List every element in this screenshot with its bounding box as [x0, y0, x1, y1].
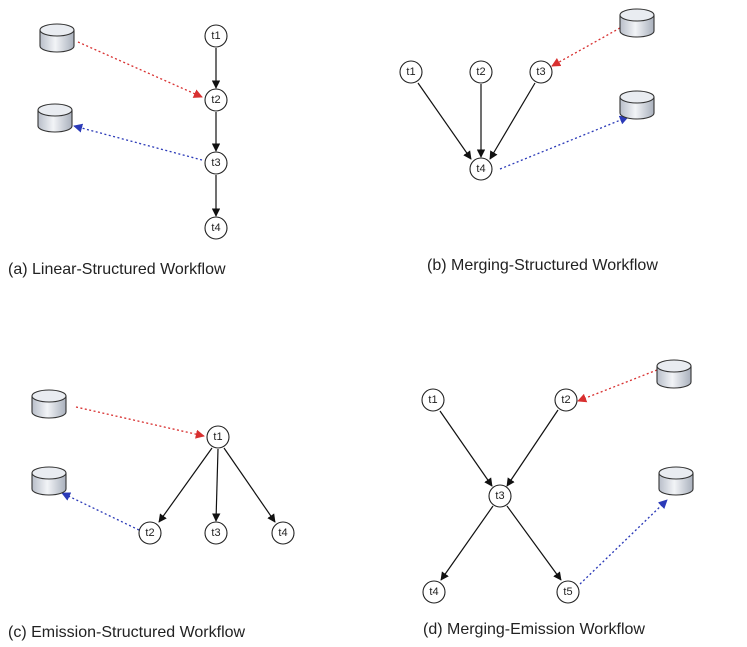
task-node-c-t2: t2 — [138, 521, 162, 545]
task-node-d-t1: t1 — [421, 388, 445, 412]
edge-c-t1-t3 — [212, 448, 221, 522]
write-edge-c-t2-db — [61, 492, 140, 531]
edge-c-t1-t2 — [158, 447, 213, 523]
task-node-c-t1: t1 — [206, 425, 230, 449]
node-label: t2 — [476, 66, 485, 78]
edge-d-t2-t3 — [506, 409, 559, 487]
panel-b: t1 t2 t3 t4 (b) Merging-Structured Workf… — [399, 8, 658, 274]
caption-b: (b) Merging-Structured Workflow — [427, 257, 658, 274]
task-node-a-t3: t3 — [204, 151, 228, 175]
read-edge-b-db-t3 — [551, 27, 621, 67]
database-icon — [37, 103, 73, 133]
edge-d-t1-t3 — [439, 410, 493, 487]
node-label: t1 — [406, 66, 415, 78]
write-edge-b-t4-db — [499, 115, 629, 170]
edge-b-t3-t4 — [489, 82, 536, 160]
read-edge-c-db-t1 — [75, 406, 205, 439]
read-edge-a-db-t2 — [77, 41, 203, 98]
task-node-b-t1: t1 — [399, 60, 423, 84]
task-node-b-t4: t4 — [469, 157, 493, 181]
database-icon — [658, 466, 694, 496]
task-node-d-t4: t4 — [422, 580, 446, 604]
panel-d: t1 t2 t3 t4 t5 (d) Merging-Emission Work… — [421, 359, 694, 638]
edge-d-t3-t5 — [506, 505, 562, 581]
task-node-a-t2: t2 — [204, 88, 228, 112]
task-node-b-t3: t3 — [529, 60, 553, 84]
database-icon — [619, 8, 655, 38]
node-label: t4 — [476, 163, 485, 175]
database-icon — [619, 90, 655, 120]
edge-c-t1-t4 — [223, 447, 276, 523]
node-label: t4 — [211, 222, 220, 234]
read-edge-d-db-t2 — [577, 369, 658, 403]
task-node-c-t3: t3 — [204, 521, 228, 545]
task-node-a-t4: t4 — [204, 216, 228, 240]
database-icon — [31, 466, 67, 496]
write-edge-d-t5-db — [579, 499, 668, 585]
task-node-d-t3: t3 — [488, 484, 512, 508]
node-label: t5 — [563, 586, 572, 598]
database-icon — [39, 23, 75, 53]
panel-a: t1 t2 t3 t4 (a) Linear-Structured Workfl… — [8, 23, 228, 278]
node-label: t3 — [495, 490, 504, 502]
caption-c: (c) Emission-Structured Workflow — [8, 624, 246, 641]
node-label: t1 — [213, 431, 222, 443]
node-label: t2 — [145, 527, 154, 539]
write-edge-a-t3-db — [73, 123, 203, 161]
edge-d-t3-t4 — [440, 505, 494, 581]
task-node-c-t4: t4 — [271, 521, 295, 545]
caption-a: (a) Linear-Structured Workflow — [8, 261, 226, 278]
task-node-d-t5: t5 — [556, 580, 580, 604]
node-label: t2 — [211, 94, 220, 106]
caption-d: (d) Merging-Emission Workflow — [423, 621, 645, 638]
node-label: t1 — [428, 394, 437, 406]
node-label: t4 — [278, 527, 287, 539]
task-node-a-t1: t1 — [204, 24, 228, 48]
node-label: t3 — [211, 157, 220, 169]
task-node-b-t2: t2 — [469, 60, 493, 84]
database-icon — [31, 389, 67, 419]
panel-c: t1 t2 t3 t4 (c) Emission-Structured Work… — [8, 389, 295, 641]
task-node-d-t2: t2 — [554, 388, 578, 412]
node-label: t1 — [211, 30, 220, 42]
edge-b-t1-t4 — [417, 82, 472, 160]
node-label: t4 — [429, 586, 438, 598]
node-label: t3 — [536, 66, 545, 78]
database-icon — [656, 359, 692, 389]
node-label: t3 — [211, 527, 220, 539]
node-label: t2 — [561, 394, 570, 406]
